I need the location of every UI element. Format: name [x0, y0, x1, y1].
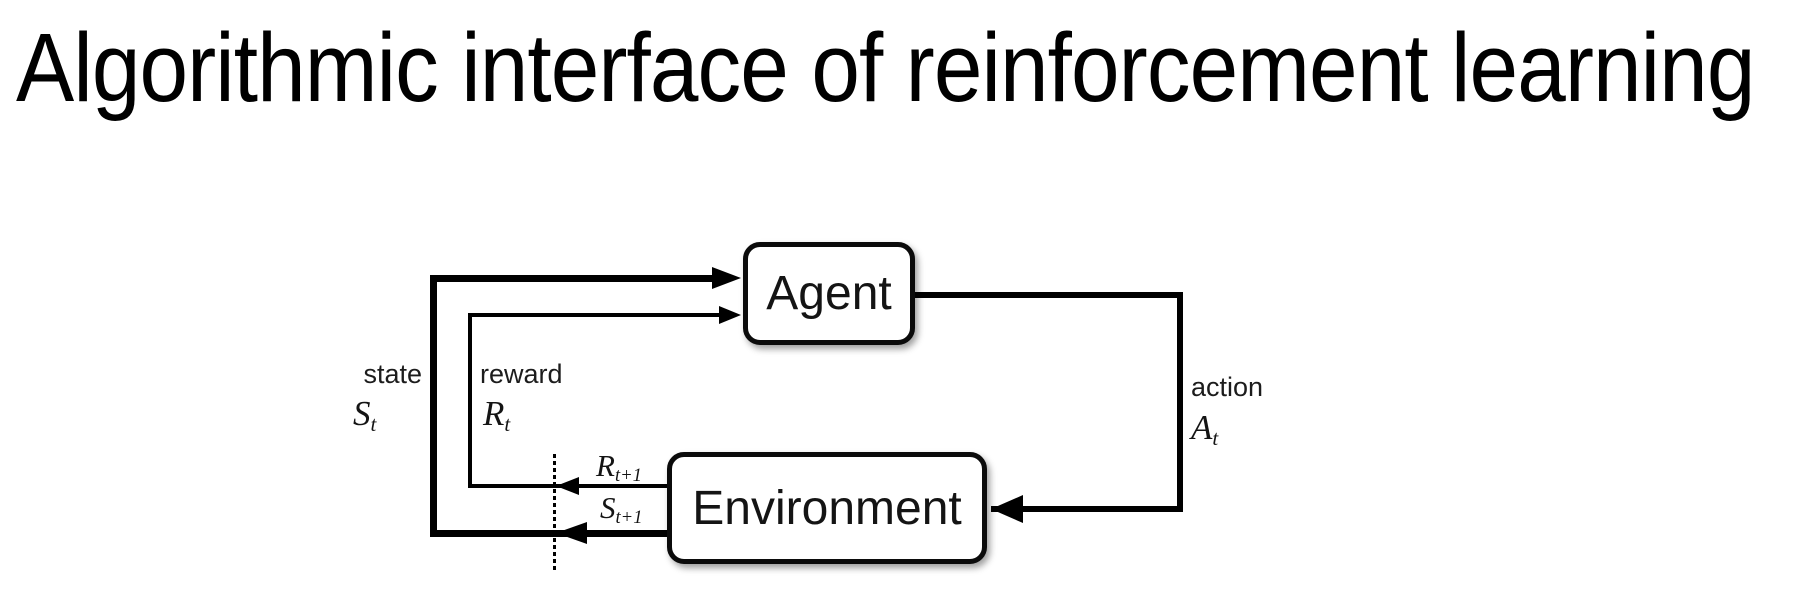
state-line-bottom: [430, 530, 670, 537]
reward-line-left: [468, 313, 472, 486]
state-line-top: [430, 275, 715, 282]
state-line-left: [430, 275, 437, 537]
reward-symbol: Rt: [483, 394, 511, 436]
environment-box: Environment: [667, 452, 987, 564]
next-reward-arrowhead-at-boundary-icon: [556, 477, 579, 495]
next-reward-symbol: Rt+1: [596, 448, 642, 487]
next-state-symbol: St+1: [600, 490, 643, 529]
state-symbol: St: [353, 394, 377, 436]
action-line-right: [1177, 292, 1183, 512]
environment-label: Environment: [692, 481, 962, 535]
next-state-arrowhead-at-boundary-icon: [556, 522, 587, 544]
time-step-boundary-dashed-line: [553, 454, 556, 570]
reward-label: reward: [480, 359, 563, 389]
action-symbol: At: [1191, 408, 1219, 450]
action-line-bottom: [991, 506, 1183, 512]
action-arrowhead-into-environment-icon: [991, 495, 1023, 523]
reward-line-top: [468, 313, 722, 317]
slide-title: Algorithmic interface of reinforcement l…: [16, 13, 1755, 122]
action-label: action: [1191, 372, 1264, 402]
action-line-top: [913, 292, 1183, 298]
reward-arrowhead-into-agent-icon: [719, 306, 741, 324]
state-label: state: [363, 359, 422, 389]
agent-box: Agent: [743, 242, 915, 345]
agent-label: Agent: [766, 267, 892, 320]
state-arrowhead-into-agent-icon: [712, 267, 741, 289]
